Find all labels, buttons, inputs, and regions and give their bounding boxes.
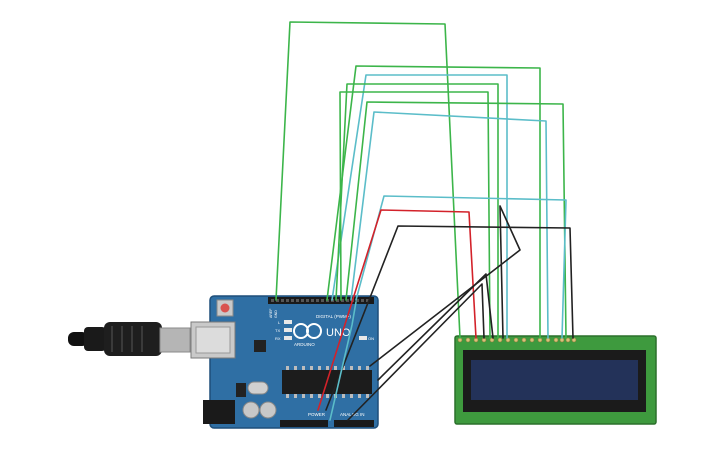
wire-green[interactable] xyxy=(339,91,491,339)
board-brand-text: ARDUINO xyxy=(294,342,315,347)
wire-black[interactable] xyxy=(347,283,485,421)
arduino-uno-board[interactable]: UNO ARDUINO DIGITAL (PWM~) ANALOG IN POW… xyxy=(190,295,379,429)
on-led xyxy=(359,336,367,340)
wire-green[interactable] xyxy=(275,21,461,339)
on-label: ON xyxy=(368,336,374,341)
wire-cyan[interactable] xyxy=(355,195,567,339)
lcd-pin-header xyxy=(457,337,577,343)
rx-led xyxy=(284,336,292,340)
aref-label: AREF xyxy=(269,309,273,318)
analog-label: ANALOG IN xyxy=(340,412,365,417)
tx-label: TX xyxy=(275,328,280,333)
wires xyxy=(275,21,574,421)
wire-cyan[interactable] xyxy=(331,74,508,339)
power-label: POWER xyxy=(308,412,326,417)
wire-cyan[interactable] xyxy=(350,111,549,339)
analog-header xyxy=(334,420,374,427)
wire-black[interactable] xyxy=(369,205,521,367)
rx-label: RX xyxy=(275,336,281,341)
capacitor xyxy=(259,401,277,419)
lcd-module[interactable] xyxy=(454,335,657,425)
wire-green[interactable] xyxy=(345,101,567,339)
arduino-logo xyxy=(293,323,322,339)
board-logo-text: UNO xyxy=(326,327,351,339)
wire-green[interactable] xyxy=(335,83,499,339)
gnd-label: GND xyxy=(274,310,278,318)
wire-cyan[interactable] xyxy=(329,301,357,421)
wire-red[interactable] xyxy=(317,209,477,411)
tx-led xyxy=(284,328,292,332)
usb-cable xyxy=(68,322,191,356)
crystal xyxy=(247,381,269,395)
power-jack xyxy=(203,400,235,424)
l-led xyxy=(284,320,292,324)
digital-label: DIGITAL (PWM~) xyxy=(316,314,351,319)
wire-black[interactable] xyxy=(325,225,574,411)
wire-black[interactable] xyxy=(377,273,494,381)
lcd-screen xyxy=(471,360,638,400)
capacitor xyxy=(242,401,260,419)
l-label: L xyxy=(278,320,281,325)
power-header xyxy=(280,420,328,427)
